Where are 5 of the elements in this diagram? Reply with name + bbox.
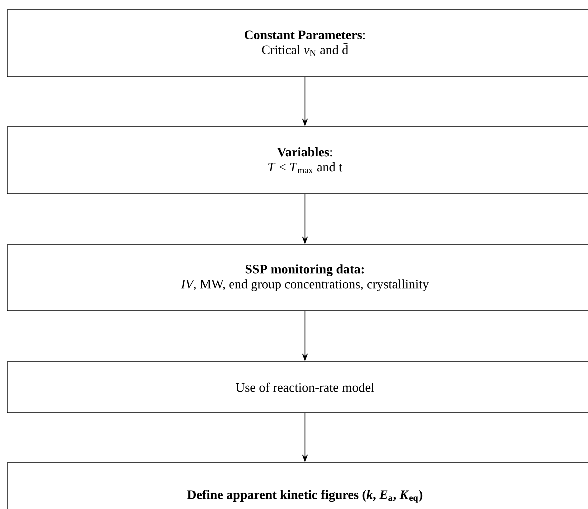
process-box: Use of reaction-rate model [7, 362, 588, 414]
process-box: Variables: T < T$_{max}$ and t [7, 126, 588, 194]
process-box: SSP monitoring data: IV, MW, end group concentrations, crystallinity [7, 244, 588, 312]
process-box: Define apparent kinetic figures (k, E$_{a}$, K$_{eq}$) [7, 462, 588, 509]
process-box: Constant Parameters: Critical ν$_{N}$ and d̄ [7, 10, 588, 78]
